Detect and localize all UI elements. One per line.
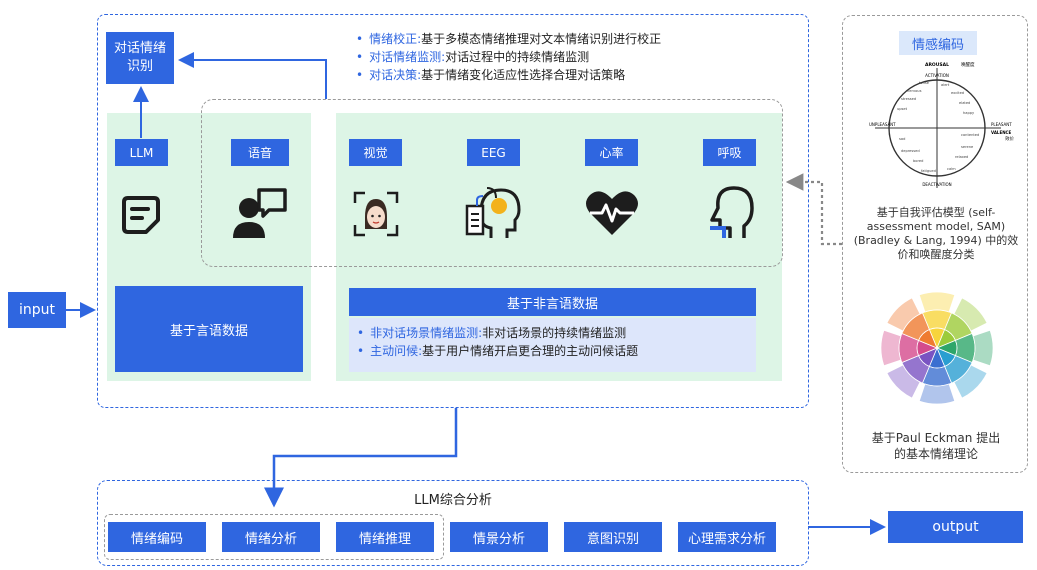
verbal-data-box: 基于言语数据: [115, 286, 303, 372]
tag-eeg: EEG: [467, 139, 520, 166]
wheel-outer-segment: [886, 297, 921, 332]
bullet-item: •情绪校正:基于多模态情绪推理对文本情绪识别进行校正: [356, 32, 662, 46]
emotion-coding-panel: [842, 15, 1028, 473]
analysis-item-emotion-analysis: 情绪分析: [222, 522, 320, 552]
tag-heart-rate: 心率: [585, 139, 638, 166]
speaking-person-icon: [230, 186, 290, 240]
fusion-to-recognition-arrow: [178, 52, 327, 99]
note-icon: [118, 190, 166, 238]
fusion-region: [201, 99, 783, 267]
sam-word: depressed: [901, 149, 920, 153]
face-scan-icon: [352, 190, 400, 238]
tag-llm: LLM: [115, 139, 168, 166]
top-bullet-list: •情绪校正:基于多模态情绪推理对文本情绪识别进行校正 •对话情绪监测:对话过程中…: [356, 30, 661, 84]
wheel-outer-segment: [972, 329, 994, 367]
sam-word: serene: [961, 145, 974, 149]
bullet-item: •主动问候:基于用户情绪开启更合理的主动问候话题: [357, 344, 639, 358]
analysis-item-emotion-reasoning: 情绪推理: [336, 522, 434, 552]
ekman-caption-line1: 基于Paul Eckman 提出: [871, 431, 1001, 445]
sam-word: elated: [959, 101, 970, 105]
llm-analysis-title: LLM综合分析: [414, 493, 492, 508]
bullet-item: •非对话场景情绪监测:非对话场景的持续情绪监测: [357, 326, 627, 340]
ekman-caption-line2: 的基本情绪理论: [893, 447, 978, 461]
tag-speech: 语音: [231, 139, 289, 166]
sam-word: alert: [941, 83, 950, 87]
sam-word: excited: [951, 91, 964, 95]
sam-axis-top-cn: 唤醒度: [961, 61, 975, 68]
sam-label-right: PLEASANT: [991, 122, 1012, 127]
wheel-outer-segment: [880, 329, 902, 367]
multimodal-region: [97, 14, 809, 408]
sam-word: relaxed: [955, 155, 968, 159]
emotion-coding-title: 情感编码: [899, 31, 977, 55]
sam-word: nervous: [907, 89, 922, 93]
wheel-outer-segment: [886, 364, 921, 399]
emotion-coding-dotted-arrow: [785, 173, 842, 246]
wheel-outer-segment: [918, 383, 956, 405]
sam-word: contented: [961, 133, 979, 137]
analysis-item-scene-analysis: 情景分析: [450, 522, 548, 552]
wheel-outer-segment: [953, 364, 988, 399]
input-box: input: [8, 292, 66, 328]
llm-analysis-region: [97, 480, 809, 566]
tag-vision: 视觉: [349, 139, 402, 166]
emotion-group-box: [104, 514, 444, 560]
sam-axis-right: VALENCE: [991, 130, 1011, 135]
wheel-outer-segment: [953, 297, 988, 332]
sam-word: happy: [963, 111, 975, 115]
sam-word: sad: [899, 137, 905, 141]
sam-axis-top: AROUSAL: [925, 62, 949, 68]
sam-axis-right-cn: 效价: [1005, 135, 1014, 142]
output-box: output: [888, 511, 1023, 543]
sam-caption: 基于自我评估模型 (self-assessment model, SAM) (B…: [853, 206, 1019, 261]
sam-circumplex-chart: AROUSAL 唤醒度 ACTIVATION DEACTIVATION UNPL…: [869, 61, 1014, 188]
sam-word: calm: [947, 167, 956, 171]
sam-label-bottom: DEACTIVATION: [922, 182, 951, 187]
sam-word: fatigued: [921, 169, 936, 173]
sam-word: tense: [919, 81, 930, 85]
analysis-item-psych-needs: 心理需求分析: [678, 522, 776, 552]
bullet-item: •对话决策:基于情绪变化适应性选择合理对话策略: [356, 68, 626, 82]
sam-label-left: UNPLEASANT: [869, 122, 896, 127]
ekman-emotion-wheel: [880, 291, 994, 405]
sam-word: bored: [913, 159, 923, 163]
nonverbal-data-header: 基于非言语数据: [349, 288, 756, 316]
bullet-item: •对话情绪监测:对话过程中的持续情绪监测: [356, 50, 590, 64]
tag-breathing: 呼吸: [703, 139, 756, 166]
nonverbal-bullet-panel: •非对话场景情绪监测:非对话场景的持续情绪监测 •主动问候:基于用户情绪开启更合…: [349, 318, 756, 372]
brain-eeg-icon: [462, 184, 524, 240]
breathing-head-icon: [699, 184, 757, 240]
sam-word: stressed: [901, 97, 916, 101]
analysis-item-intent-recognition: 意图识别: [564, 522, 662, 552]
sam-label-top: ACTIVATION: [925, 73, 949, 78]
heart-rate-icon: [583, 186, 641, 238]
dialogue-emotion-recognition-box: 对话情绪 识别: [106, 32, 174, 84]
ekman-caption: 基于Paul Eckman 提出 的基本情绪理论: [852, 430, 1020, 462]
sam-word: upset: [897, 107, 908, 111]
wheel-outer-segment: [918, 291, 956, 313]
analysis-item-emotion-coding: 情绪编码: [108, 522, 206, 552]
